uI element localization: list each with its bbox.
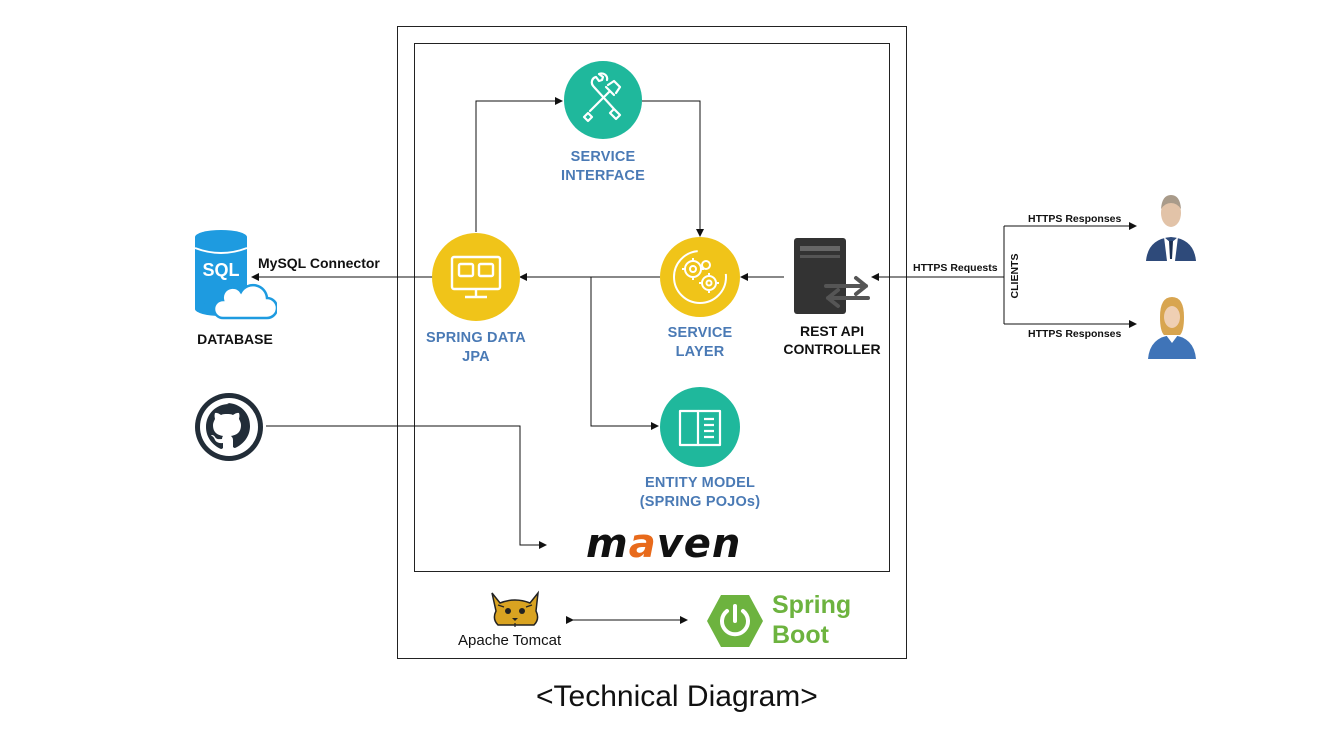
tomcat-icon [491,590,540,627]
entity-model-label: ENTITY MODEL (SPRING POJOs) [622,474,778,512]
tomcat-label: Apache Tomcat [458,632,562,649]
tools-icon [582,72,622,123]
spring-data-jpa-label-line2: JPA [462,349,490,365]
mysql-connector-label: MySQL Connector [258,255,380,271]
rest-api-controller-node [790,236,874,318]
service-layer-node [660,237,740,317]
male-client-node [1142,193,1200,261]
female-client-node [1146,295,1198,359]
monitor-icon [450,255,502,299]
deployment-container-frame [397,26,907,659]
https-responses-top-label: HTTPS Responses [1028,213,1122,225]
spring-boot-label-line2: Boot [772,621,829,649]
entity-model-label-line1: ENTITY MODEL [644,475,756,491]
service-interface-label-line1: SERVICE [570,149,636,165]
clients-label: CLIENTS [1009,253,1021,299]
tomcat-node [484,587,546,631]
entity-model-label-line2: (SPRING POJOs) [639,494,761,510]
spring-data-jpa-label-line1: SPRING DATA [426,330,526,346]
rest-api-controller-label: REST API CONTROLLER [770,322,894,358]
spring-boot-label: Spring Boot [772,590,851,650]
https-responses-bottom-label: HTTPS Responses [1028,328,1122,340]
maven-logo-m: m [586,521,629,567]
database-label: DATABASE [197,331,273,347]
maven-logo-a: a [628,521,657,567]
entity-model-node [660,387,740,467]
edge-github-to-maven [266,425,547,549]
service-layer-label: SERVICE LAYER [640,324,760,362]
edge-jpa-to-service-interface [475,97,563,232]
database-node: SQL [193,228,279,328]
power-icon [707,595,763,647]
https-requests-text: HTTPS Requests [913,262,998,274]
rest-api-controller-label-line1: REST API [799,323,865,339]
https-requests-label: HTTPS Requests [913,258,998,276]
male-user-icon [1146,195,1196,261]
edge-service-interface-to-service-layer [642,100,704,237]
application-frame [414,43,890,572]
book-icon [678,409,722,447]
female-user-icon [1148,297,1196,359]
spring-boot-label-line1: Spring [772,591,852,619]
maven-logo-ven: ven [656,521,742,567]
sql-icon-text: SQL [202,260,240,280]
sql-cloud-icon [194,230,279,320]
diagram-caption: <Technical Diagram> [536,680,818,713]
service-layer-label-line2: LAYER [675,344,725,360]
github-icon [195,393,263,461]
gears-icon [673,250,727,304]
service-interface-node [564,61,642,139]
service-layer-label-line1: SERVICE [667,325,733,341]
spring-data-jpa-node [432,233,520,321]
github-node [194,392,264,462]
spring-data-jpa-label: SPRING DATA JPA [414,329,538,367]
server-icon [794,238,870,314]
rest-api-controller-label-line2: CONTROLLER [783,341,881,357]
spring-boot-node [706,594,764,648]
maven-logo: maven [586,520,741,568]
edge-to-entity-model [590,277,659,430]
service-interface-label-line2: INTERFACE [561,168,645,184]
service-interface-label: SERVICE INTERFACE [540,148,666,186]
